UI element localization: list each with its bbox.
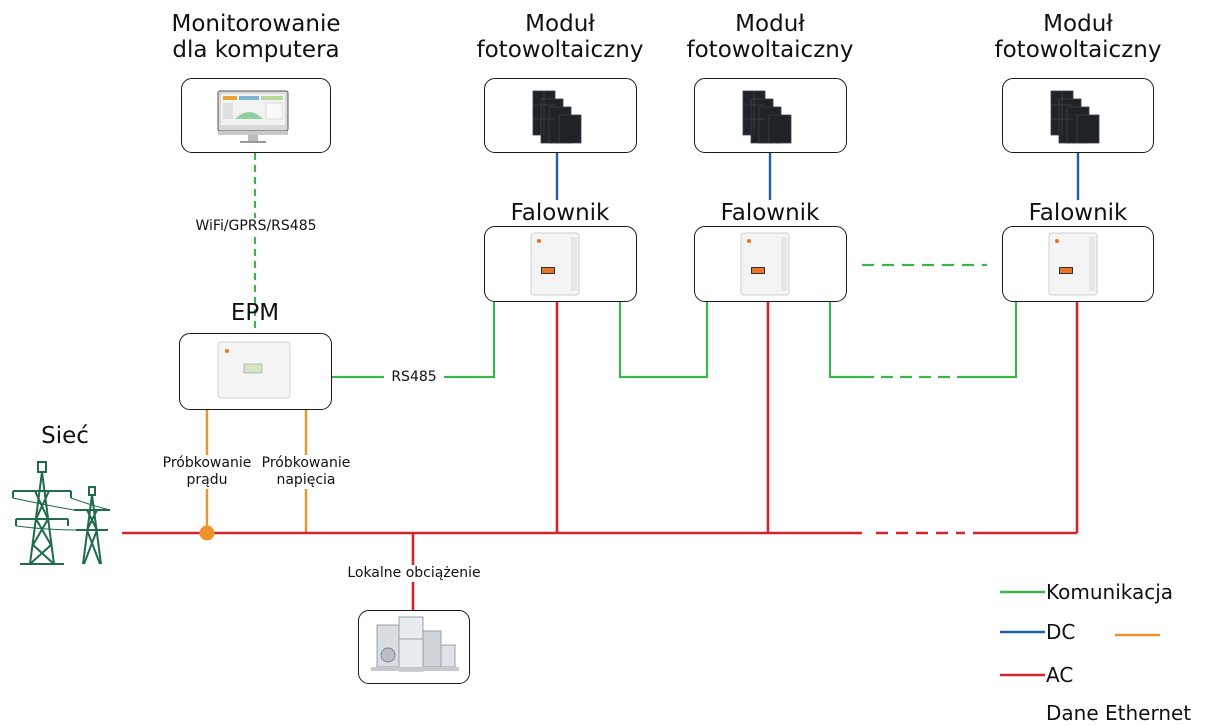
pv-module-label-1: Moduł fotowoltaiczny [476,11,644,63]
computer-monitor-icon [217,90,289,143]
inverter-box-3 [1002,226,1154,302]
monitoring-box [181,78,331,153]
inverter-label-2: Falownik [700,200,840,226]
inverter-box-1 [484,226,637,302]
pv-module-box-3 [1002,78,1154,153]
local-load-box [358,610,470,684]
legend-dc-label: DC [1046,620,1076,644]
rs485-line-inv2-inv3b [960,302,1018,379]
pv-module-box-2 [694,78,847,153]
legend-ac-label: AC [1046,663,1074,687]
rs485-label: RS485 [384,369,444,386]
grid-tower-icon [12,461,111,565]
household-appliances-icon [371,616,459,672]
pv-module-box-1 [484,78,637,153]
rs485-line-inv1-inv2 [618,302,709,379]
voltage-sampling-label: Próbkowanie napięcia [254,455,358,489]
legend-ethernet-label: Dane Ethernet [1046,701,1192,725]
current-sampling-label: Próbkowanie prądu [140,455,274,489]
epm-label: EPM [230,300,280,326]
wifi-link-label: WiFi/GPRS/RS485 [181,218,331,235]
current-sampling-point [199,525,215,541]
inverter-box-2 [694,226,847,302]
epm-box [179,333,332,410]
pv-module-label-3: Moduł fotowoltaiczny [994,11,1162,63]
solar-panel-icon [742,90,792,144]
epm-device-icon [217,341,291,399]
inverter-icon [530,232,580,296]
monitoring-label: Monitorowanie dla komputera [171,11,341,63]
legend-communication-label: Komunikacja [1046,580,1174,604]
inverter-label-1: Falownik [490,200,630,226]
pv-module-label-2: Moduł fotowoltaiczny [686,11,854,63]
rs485-line-inv2-inv3a [828,302,862,379]
solar-panel-icon [532,90,582,144]
inverter-icon [740,232,790,296]
rs485-line-epm-inv1b [443,302,496,379]
grid-label: Sieć [41,423,89,449]
inverter-label-3: Falownik [1008,200,1148,226]
inverter-icon [1048,232,1098,296]
solar-panel-icon [1050,90,1100,144]
local-load-label: Lokalne obciążenie [334,565,494,582]
